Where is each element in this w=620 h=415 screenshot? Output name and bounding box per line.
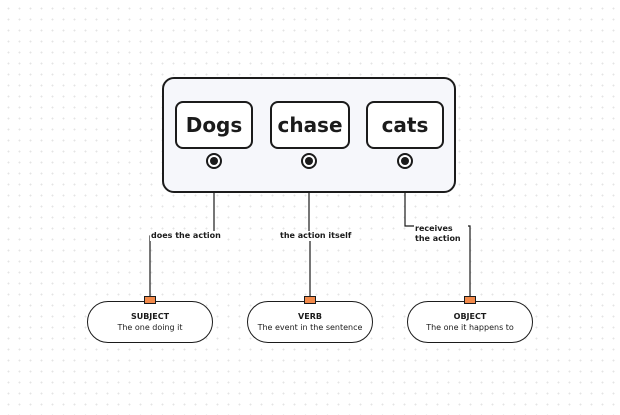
word-node-object[interactable]: cats xyxy=(366,101,444,149)
role-title: OBJECT xyxy=(453,312,487,321)
word-node-verb[interactable]: chase xyxy=(270,101,350,149)
edge-label-object: receives the action xyxy=(414,224,468,244)
connector-anchor-subject[interactable] xyxy=(144,296,156,304)
role-title: VERB xyxy=(298,312,322,321)
edge-label-verb: the action itself xyxy=(279,231,353,241)
role-node-subject[interactable]: SUBJECT The one doing it xyxy=(87,301,213,343)
role-node-verb[interactable]: VERB The event in the sentence xyxy=(247,301,373,343)
edge-label-subject: does the action xyxy=(150,231,222,241)
role-title: SUBJECT xyxy=(130,312,170,321)
connection-port-object[interactable] xyxy=(397,153,413,169)
role-node-object[interactable]: OBJECT The one it happens to xyxy=(407,301,533,343)
connector-anchor-object[interactable] xyxy=(464,296,476,304)
role-description: The one doing it xyxy=(117,323,183,332)
role-description: The event in the sentence xyxy=(257,323,363,332)
role-description: The one it happens to xyxy=(426,323,514,332)
word-node-subject[interactable]: Dogs xyxy=(175,101,253,149)
connection-port-verb[interactable] xyxy=(301,153,317,169)
connection-port-subject[interactable] xyxy=(206,153,222,169)
connector-anchor-verb[interactable] xyxy=(304,296,316,304)
